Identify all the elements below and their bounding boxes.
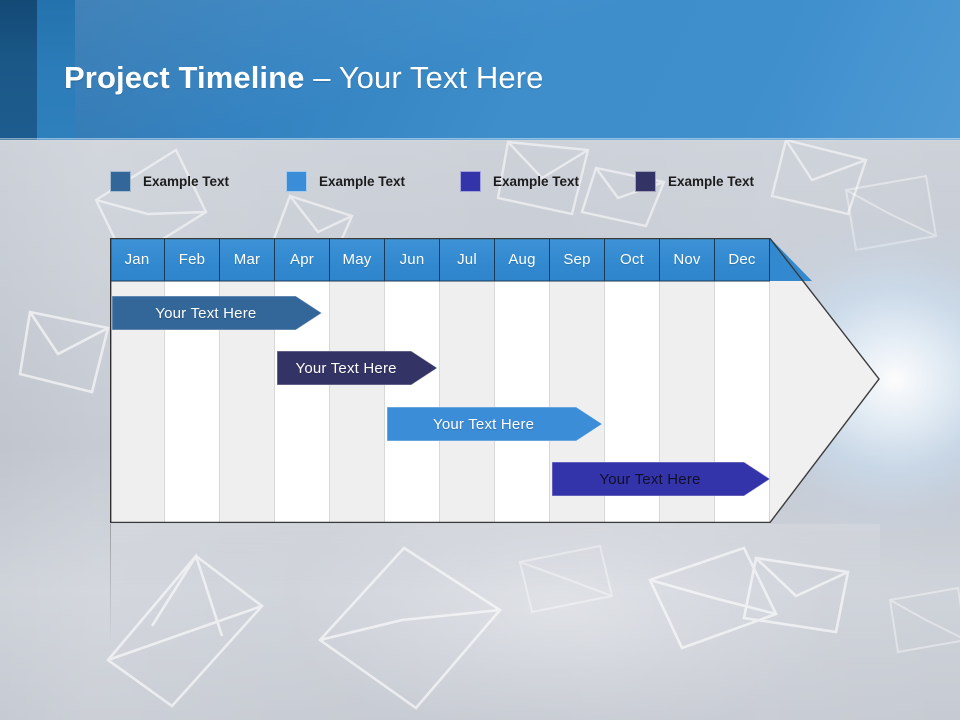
timeline-arrow-head bbox=[770, 238, 880, 523]
banner-sheen bbox=[75, 0, 960, 140]
legend-label-1: Example Text bbox=[143, 173, 230, 189]
month-label: Apr bbox=[290, 251, 314, 268]
month-label: Aug bbox=[508, 251, 536, 268]
page-title-regular: – Your Text Here bbox=[304, 60, 544, 95]
month-label: Jan bbox=[124, 251, 150, 268]
month-cell-aug bbox=[495, 281, 550, 523]
month-column-mar[interactable]: Mar bbox=[220, 238, 275, 523]
month-cell-may bbox=[330, 281, 385, 523]
month-header-jun: Jun bbox=[385, 238, 440, 281]
month-label: Dec bbox=[728, 251, 756, 268]
timeline-bar-1[interactable]: Your Text Here bbox=[112, 296, 322, 330]
legend-item-3[interactable]: Example Text bbox=[460, 170, 579, 192]
month-header-feb: Feb bbox=[165, 238, 220, 281]
month-header-jan: Jan bbox=[110, 238, 165, 281]
month-header-sep: Sep bbox=[550, 238, 605, 281]
banner-mid-stripe bbox=[37, 0, 75, 140]
month-header-oct: Oct bbox=[605, 238, 660, 281]
legend-swatch-1 bbox=[110, 170, 131, 192]
timeline-bar-3[interactable]: Your Text Here bbox=[387, 407, 603, 441]
bar-label-1: Your Text Here bbox=[155, 304, 257, 322]
banner-dark-stripe bbox=[0, 0, 37, 140]
legend-swatch-4 bbox=[635, 170, 656, 192]
bar-label-4: Your Text Here bbox=[599, 470, 701, 488]
legend-swatch-3 bbox=[460, 170, 481, 192]
page-title: Project Timeline – Your Text Here bbox=[64, 60, 543, 96]
legend-label-3: Example Text bbox=[493, 173, 580, 189]
legend-label-4: Example Text bbox=[668, 173, 755, 189]
chart-reflection-edge bbox=[110, 524, 111, 644]
month-header-nov: Nov bbox=[660, 238, 715, 281]
legend-label-2: Example Text bbox=[319, 173, 406, 189]
month-label: Mar bbox=[233, 251, 261, 268]
month-label: Feb bbox=[178, 251, 206, 268]
month-column-aug[interactable]: Aug bbox=[495, 238, 550, 523]
month-cell-jun bbox=[385, 281, 440, 523]
month-header-apr: Apr bbox=[275, 238, 330, 281]
month-label: Nov bbox=[673, 251, 701, 268]
month-column-feb[interactable]: Feb bbox=[165, 238, 220, 523]
timeline-chart: Jan Feb Mar Apr May Jun Jul Aug Sep Oct Nov Dec You… bbox=[110, 238, 880, 523]
bar-label-2: Your Text Here bbox=[295, 359, 397, 377]
legend-item-2[interactable]: Example Text bbox=[286, 170, 405, 192]
month-header-may: May bbox=[330, 238, 385, 281]
month-column-jan[interactable]: Jan bbox=[110, 238, 165, 523]
month-label: Oct bbox=[620, 251, 644, 268]
bar-label-3: Your Text Here bbox=[433, 415, 535, 433]
legend-item-4[interactable]: Example Text bbox=[635, 170, 754, 192]
timeline-bar-4[interactable]: Your Text Here bbox=[552, 462, 770, 496]
page-title-bold: Project Timeline bbox=[64, 60, 305, 95]
month-label: May bbox=[342, 251, 372, 268]
month-label: Jun bbox=[399, 251, 425, 268]
legend-item-1[interactable]: Example Text bbox=[110, 170, 229, 192]
timeline-bar-2[interactable]: Your Text Here bbox=[277, 351, 438, 385]
legend-swatch-2 bbox=[286, 170, 307, 192]
month-label: Jul bbox=[457, 251, 477, 268]
month-header-mar: Mar bbox=[220, 238, 275, 281]
banner-bottom-edge bbox=[0, 138, 960, 141]
month-column-jul[interactable]: Jul bbox=[440, 238, 495, 523]
title-banner bbox=[0, 0, 960, 140]
month-header-jul: Jul bbox=[440, 238, 495, 281]
month-label: Sep bbox=[563, 251, 591, 268]
month-cell-jul bbox=[440, 281, 495, 523]
month-header-dec: Dec bbox=[715, 238, 770, 281]
month-header-aug: Aug bbox=[495, 238, 550, 281]
